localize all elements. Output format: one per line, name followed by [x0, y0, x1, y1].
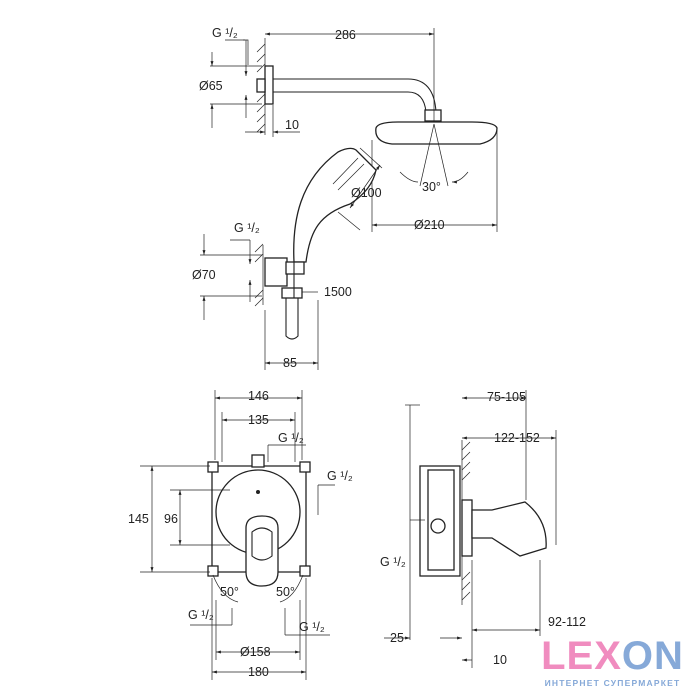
- hand-shower: [293, 147, 377, 263]
- label-depth-range-1: 75-105: [487, 390, 526, 404]
- label-flange-diameter: Ø65: [199, 79, 223, 93]
- label-plate-depth: 10: [493, 653, 507, 667]
- wall-flange: [264, 65, 274, 105]
- hose: [285, 262, 299, 340]
- label-plate-diameter: Ø158: [240, 645, 271, 659]
- label-outlet-diameter: Ø70: [192, 268, 216, 282]
- label-angle-left: 50°: [220, 585, 239, 599]
- dimension-labels: G ¹/₂ 286 Ø65 10 30° Ø100 Ø210 G ¹/₂ Ø70…: [128, 26, 586, 679]
- label-spray-angle: 30°: [422, 180, 441, 194]
- shower-arm: [273, 78, 437, 113]
- label-box-height: 145: [128, 512, 149, 526]
- label-box-width: 146: [248, 389, 269, 403]
- label-side-thread: G ¹/₂: [380, 555, 406, 569]
- label-arm-length: 286: [335, 28, 356, 42]
- logo-text-lex: LEX: [541, 634, 622, 678]
- arm-joint: [424, 109, 442, 122]
- label-box-inner-width: 135: [248, 413, 269, 427]
- label-arm-thread: G ¹/₂: [212, 26, 238, 40]
- label-thread-bottom-left: G ¹/₂: [188, 608, 214, 622]
- label-hand-shower-diameter: Ø100: [351, 186, 382, 200]
- label-angle-right: 50°: [276, 585, 295, 599]
- label-inner-height: 96: [164, 512, 178, 526]
- label-outlet-depth: 85: [283, 356, 297, 370]
- hand-shower-assembly: [200, 147, 383, 370]
- label-outlet-thread: G ¹/₂: [234, 221, 260, 235]
- side-lever: [471, 501, 547, 557]
- label-thread-top: G ¹/₂: [278, 431, 304, 445]
- valve-side-view: [384, 390, 557, 668]
- head-shower: [375, 121, 498, 145]
- label-thread-right: G ¹/₂: [327, 469, 353, 483]
- label-thread-bottom-right: G ¹/₂: [299, 620, 325, 634]
- wall-outlet-elbow: [264, 257, 288, 287]
- label-flange-depth: 10: [285, 118, 299, 132]
- label-hose-length: 1500: [324, 285, 352, 299]
- logo-text-on: ON: [621, 634, 684, 678]
- lever-handle: [245, 515, 279, 587]
- valve-front-view: [140, 390, 335, 680]
- logo-tagline: ИНТЕРНЕТ СУПЕРМАРКЕТ: [544, 678, 681, 688]
- label-plate-width: 180: [248, 665, 269, 679]
- label-lever-range: 92-112: [548, 615, 586, 629]
- label-wall-offset: 25: [390, 631, 404, 645]
- lexon-logo: LEXON ИНТЕРНЕТ СУПЕРМАРКЕТ: [530, 636, 695, 688]
- head-shower-assembly: [210, 28, 498, 232]
- label-depth-range-2: 122-152: [494, 431, 540, 445]
- label-head-diameter: Ø210: [414, 218, 445, 232]
